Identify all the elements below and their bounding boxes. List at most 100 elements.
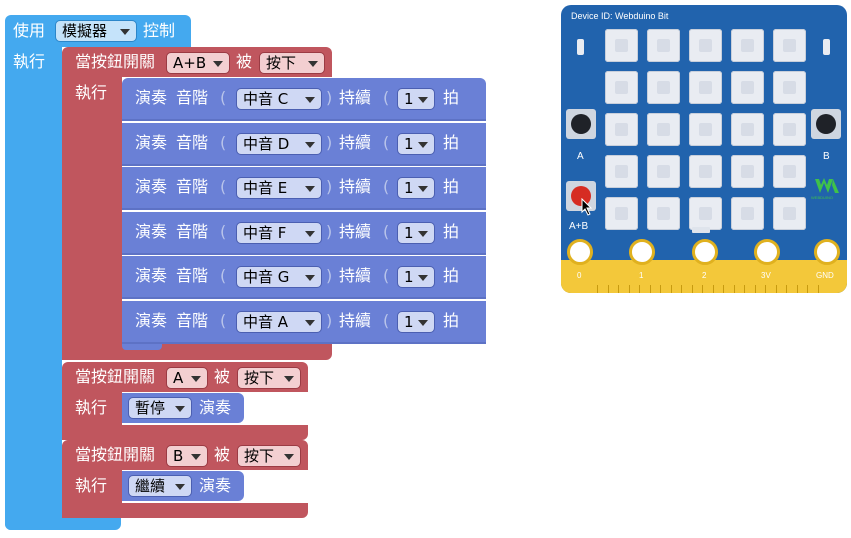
- edge-tick: [649, 285, 651, 293]
- led-cell[interactable]: [773, 29, 806, 62]
- led-cell[interactable]: [689, 71, 722, 104]
- led-cell[interactable]: [605, 155, 638, 188]
- led-cell[interactable]: [689, 197, 722, 230]
- event-a-when: 當按鈕開關: [75, 367, 156, 386]
- led-cell[interactable]: [773, 197, 806, 230]
- edge-tick: [597, 285, 598, 293]
- button-b[interactable]: [811, 109, 841, 139]
- event-b-button-dropdown[interactable]: B: [166, 445, 208, 467]
- led-cell[interactable]: [773, 155, 806, 188]
- event-ab-button-dropdown[interactable]: A+B: [166, 52, 230, 74]
- edge-notch-left: [561, 267, 569, 293]
- play-note-separator: [122, 342, 486, 344]
- note-dropdown[interactable]: 中音 D: [236, 133, 322, 155]
- play-note-duration: 持續: [339, 266, 372, 285]
- event-a-action-dropdown[interactable]: 按下: [237, 367, 301, 389]
- note-dropdown[interactable]: 中音 F: [236, 222, 322, 244]
- play-note-tone: 音階: [176, 222, 209, 241]
- edge-tick: [786, 285, 787, 293]
- led-cell[interactable]: [731, 197, 764, 230]
- pause-dropdown[interactable]: 暫停: [128, 397, 192, 419]
- led-cell[interactable]: [647, 155, 680, 188]
- event-b-action-dropdown[interactable]: 按下: [237, 445, 301, 467]
- led-cell[interactable]: [731, 71, 764, 104]
- beats-dropdown[interactable]: 1: [397, 177, 435, 199]
- paren-right: ): [326, 177, 333, 196]
- edge-pad[interactable]: [754, 239, 780, 265]
- event-a-button-dropdown[interactable]: A: [166, 367, 208, 389]
- control-exec-label: 執行: [13, 52, 46, 71]
- event-ab-footer: [62, 343, 332, 360]
- event-ab-when: 當按鈕開關: [75, 52, 156, 71]
- edge-tick: [702, 285, 703, 293]
- play-note-play: 演奏: [135, 88, 168, 107]
- led-cell[interactable]: [773, 113, 806, 146]
- led-cell[interactable]: [647, 29, 680, 62]
- play-note-beat: 拍: [443, 133, 460, 152]
- note-dropdown[interactable]: 中音 A: [236, 311, 322, 333]
- led-cell[interactable]: [605, 29, 638, 62]
- beats-dropdown[interactable]: 1: [397, 311, 435, 333]
- led-cell[interactable]: [647, 71, 680, 104]
- edge-pad[interactable]: [567, 239, 593, 265]
- play-note-separator: [122, 164, 486, 166]
- led-cell[interactable]: [773, 71, 806, 104]
- edge-pad[interactable]: [814, 239, 840, 265]
- left-switch: [577, 39, 584, 55]
- edge-pad[interactable]: [692, 239, 718, 265]
- event-ab-action-dropdown[interactable]: 按下: [259, 52, 325, 74]
- paren-right: ): [326, 88, 333, 107]
- device-dropdown[interactable]: 模擬器: [55, 20, 137, 42]
- play-note-separator: [122, 208, 486, 210]
- led-cell[interactable]: [731, 113, 764, 146]
- board-title: Device ID: Webduino Bit: [571, 11, 669, 21]
- paren-left: (: [220, 177, 227, 196]
- resume-suffix: 演奏: [199, 476, 232, 495]
- led-cell[interactable]: [689, 155, 722, 188]
- beats-dropdown[interactable]: 1: [397, 222, 435, 244]
- button-ab[interactable]: [566, 181, 596, 211]
- led-cell[interactable]: [605, 197, 638, 230]
- paren-left: (: [220, 133, 227, 152]
- play-note-play: 演奏: [135, 266, 168, 285]
- led-cell[interactable]: [605, 71, 638, 104]
- note-dropdown[interactable]: 中音 G: [236, 266, 322, 288]
- led-cell[interactable]: [605, 113, 638, 146]
- button-ab-knob: [571, 186, 591, 206]
- play-note-separator: [122, 297, 486, 299]
- led-cell[interactable]: [647, 197, 680, 230]
- button-b-label: B: [823, 151, 830, 162]
- led-cell[interactable]: [689, 29, 722, 62]
- play-note-duration: 持續: [339, 177, 372, 196]
- beats-dropdown[interactable]: 1: [397, 266, 435, 288]
- led-cell[interactable]: [731, 155, 764, 188]
- paren-right: ): [326, 222, 333, 241]
- play-note-duration: 持續: [339, 222, 372, 241]
- resume-dropdown[interactable]: 繼續: [128, 475, 192, 497]
- paren-left: (: [383, 222, 390, 241]
- play-note-beat: 拍: [443, 311, 460, 330]
- event-ab-body: [62, 75, 122, 360]
- pin-label: GND: [816, 271, 834, 280]
- led-cell[interactable]: [689, 113, 722, 146]
- pin-label: 2: [702, 271, 707, 280]
- paren-left: (: [220, 266, 227, 285]
- button-a-label: A: [577, 151, 584, 162]
- led-cell[interactable]: [647, 113, 680, 146]
- paren-left: (: [383, 311, 390, 330]
- edge-tick: [618, 285, 619, 293]
- event-ab-by: 被: [236, 52, 253, 71]
- led-cell[interactable]: [731, 29, 764, 62]
- play-note-stack-bottom: [122, 344, 162, 350]
- edge-tick: [817, 285, 819, 293]
- edge-tick: [670, 285, 672, 293]
- note-dropdown[interactable]: 中音 C: [236, 88, 322, 110]
- button-b-knob: [816, 114, 836, 134]
- mouse-cursor-icon: [581, 198, 593, 216]
- beats-dropdown[interactable]: 1: [397, 88, 435, 110]
- edge-pad[interactable]: [629, 239, 655, 265]
- button-a[interactable]: [566, 109, 596, 139]
- note-dropdown[interactable]: 中音 E: [236, 177, 322, 199]
- beats-dropdown[interactable]: 1: [397, 133, 435, 155]
- control-prefix: 使用: [13, 21, 46, 40]
